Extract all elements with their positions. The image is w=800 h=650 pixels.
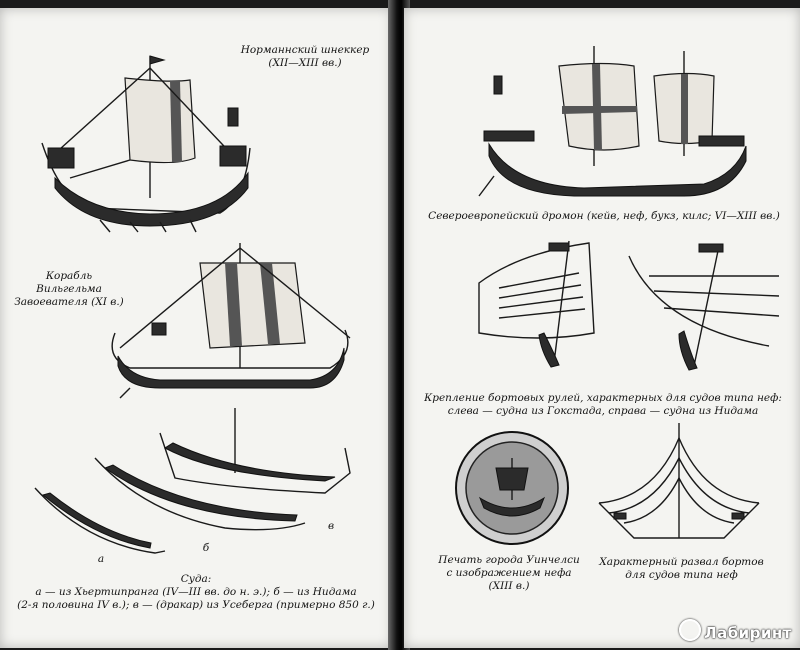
winchelsea-seal-illustration (455, 431, 569, 545)
william-ship-illustration (111, 243, 351, 399)
caption-rudders: Крепление бортовых рулей, характерных дл… (418, 392, 788, 418)
three-boats-illustration (34, 408, 351, 554)
left-page: Норманнский шнеккер (XII—XIII вв.) Кораб… (0, 8, 392, 648)
caption-dromon: Североевропейский дромон (кейв, неф, бук… (424, 210, 784, 223)
boat-label-v: в (327, 520, 335, 532)
norman-ship-illustration (41, 55, 251, 233)
caption-line: Печать города Уинчелси (438, 554, 580, 566)
caption-line: Суда: (180, 573, 212, 585)
caption-line: (XII—XIII вв.) (268, 57, 342, 69)
watermark-text: Лабиринт (704, 624, 792, 642)
boat-label-a: а (97, 553, 105, 565)
right-page: Североевропейский дромон (кейв, неф, бук… (404, 8, 800, 648)
rudder-right-illustration (628, 243, 780, 371)
dromon-ship-illustration (478, 46, 747, 197)
caption-line: (XIII в.) (488, 580, 530, 592)
hull-flare-illustration (598, 423, 760, 539)
labirint-watermark: Лабиринт (679, 619, 792, 642)
caption-line: с изображением нефа (446, 567, 572, 579)
caption-line: Характерный развал бортов (599, 556, 764, 568)
rudder-left-illustration (478, 240, 595, 368)
caption-line: Завоевателя (XI в.) (14, 296, 124, 308)
caption-line: слева — судна из Гокстада, справа — судн… (447, 405, 759, 417)
boat-label-b: б (202, 542, 210, 554)
caption-line: (2-я половина IV в.); в — (дракар) из Ус… (17, 599, 375, 611)
caption-william-ship: Корабль Вильгельма Завоевателя (XI в.) (14, 270, 124, 309)
caption-hull-flare: Характерный развал бортов для судов типа… (594, 556, 769, 582)
caption-line: Крепление бортовых рулей, характерных дл… (424, 392, 782, 404)
caption-line: а — из Хьертшпранга (IV—III вв. до н. э.… (35, 586, 357, 598)
caption-line: Североевропейский дромон (кейв, неф, бук… (428, 210, 780, 222)
caption-line: Корабль Вильгельма (36, 270, 102, 295)
caption-line: для судов типа неф (625, 569, 738, 581)
caption-boats: Суда: а — из Хьертшпранга (IV—III вв. до… (8, 573, 384, 612)
labirint-logo-icon (679, 619, 702, 641)
caption-norman-ship: Норманнский шнеккер (XII—XIII вв.) (240, 44, 370, 70)
caption-line: Норманнский шнеккер (240, 44, 370, 56)
caption-seal: Печать города Уинчелси с изображением не… (424, 554, 594, 593)
